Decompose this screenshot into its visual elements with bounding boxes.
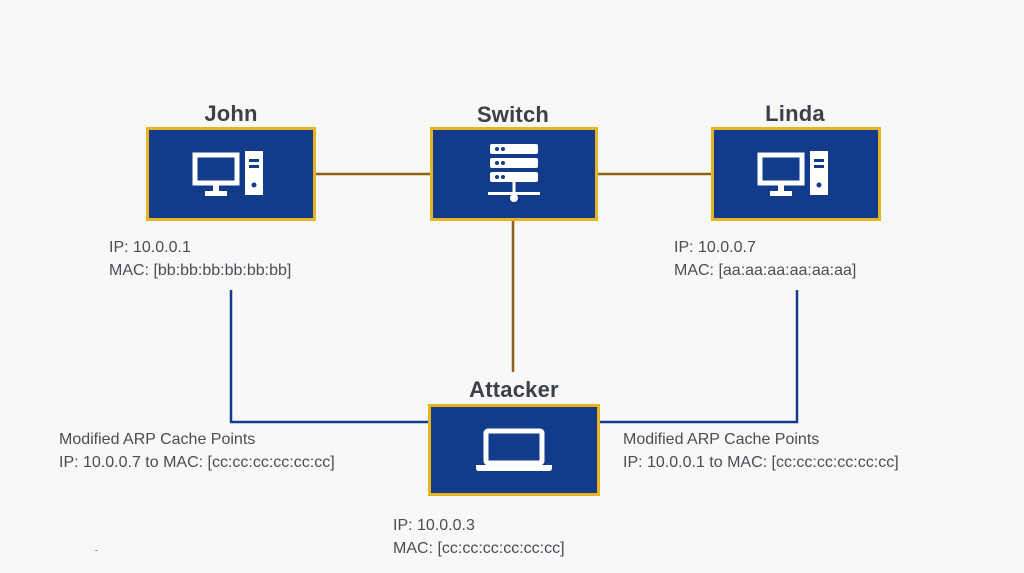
john-mac: MAC: [bb:bb:bb:bb:bb:bb] xyxy=(109,262,292,279)
arp-note-right: Modified ARP Cache Points IP: 10.0.0.1 t… xyxy=(623,428,899,474)
john-title: John xyxy=(204,101,258,126)
attacker-mac: MAC: [cc:cc:cc:cc:cc:cc] xyxy=(393,540,565,557)
desktop-computer-icon xyxy=(192,151,263,196)
john-info: IP: 10.0.0.1 MAC: [bb:bb:bb:bb:bb:bb] xyxy=(109,236,291,282)
arp-note-right-mapping: IP: 10.0.0.1 to MAC: [cc:cc:cc:cc:cc:cc] xyxy=(623,454,899,471)
arp-note-right-heading: Modified ARP Cache Points xyxy=(623,431,820,448)
linda-info: IP: 10.0.0.7 MAC: [aa:aa:aa:aa:aa:aa] xyxy=(674,236,856,282)
switch-title: Switch xyxy=(476,102,550,127)
linda-title: Linda xyxy=(765,101,825,126)
john-ip: IP: 10.0.0.1 xyxy=(109,239,191,256)
attacker-node xyxy=(428,404,600,496)
attacker-ip: IP: 10.0.0.3 xyxy=(393,517,475,534)
john-node xyxy=(146,127,316,221)
linda-ip: IP: 10.0.0.7 xyxy=(674,239,756,256)
server-rack-icon xyxy=(488,144,540,202)
stray-mark xyxy=(95,550,98,551)
switch-node xyxy=(430,127,598,221)
desktop-computer-icon xyxy=(757,151,828,196)
arp-link-linda-attacker xyxy=(598,290,799,424)
linda-node xyxy=(711,127,881,221)
arp-note-left: Modified ARP Cache Points IP: 10.0.0.7 t… xyxy=(59,428,335,474)
arp-note-left-mapping: IP: 10.0.0.7 to MAC: [cc:cc:cc:cc:cc:cc] xyxy=(59,454,335,471)
linda-mac: MAC: [aa:aa:aa:aa:aa:aa] xyxy=(674,262,857,279)
attacker-info: IP: 10.0.0.3 MAC: [cc:cc:cc:cc:cc:cc] xyxy=(393,514,565,560)
attacker-title: Attacker xyxy=(469,377,559,402)
laptop-icon xyxy=(476,428,552,471)
arp-link-john-attacker xyxy=(229,290,430,424)
arp-note-left-heading: Modified ARP Cache Points xyxy=(59,431,256,448)
